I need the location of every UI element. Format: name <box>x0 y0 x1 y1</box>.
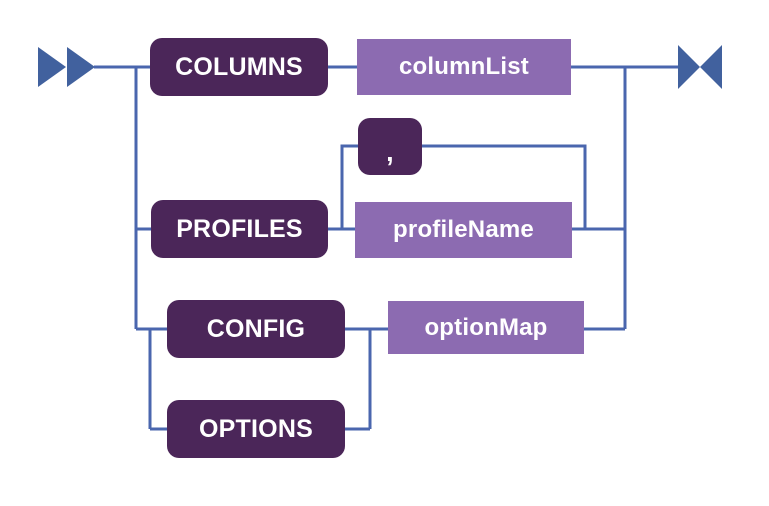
node-optionmap[interactable]: optionMap <box>388 301 584 354</box>
node-columnlist[interactable]: columnList <box>357 39 571 95</box>
end-marker-triangle-right <box>700 45 722 89</box>
node-config-label: CONFIG <box>206 314 306 343</box>
node-config[interactable]: CONFIG <box>167 300 345 358</box>
start-marker-triangle-2 <box>67 47 95 87</box>
start-marker <box>38 47 95 87</box>
start-marker-triangle-1 <box>38 47 66 87</box>
node-columns-label: COLUMNS <box>175 52 303 81</box>
node-options-label: OPTIONS <box>199 414 313 443</box>
node-profilename-label: profileName <box>393 216 534 243</box>
node-columns[interactable]: COLUMNS <box>150 38 328 96</box>
end-marker <box>678 45 722 89</box>
node-profilename[interactable]: profileName <box>355 202 572 258</box>
rail-loop-left <box>340 144 358 229</box>
rail-loop-right <box>422 144 587 229</box>
node-profiles-label: PROFILES <box>176 214 303 243</box>
end-marker-triangle-left <box>678 45 700 89</box>
node-comma-label: , <box>386 137 394 167</box>
node-columnlist-label: columnList <box>398 53 529 80</box>
node-profiles[interactable]: PROFILES <box>151 200 328 258</box>
rail-paths <box>94 65 678 431</box>
node-options[interactable]: OPTIONS <box>167 400 345 458</box>
node-comma[interactable]: , <box>358 118 422 175</box>
node-optionmap-label: optionMap <box>424 313 548 341</box>
